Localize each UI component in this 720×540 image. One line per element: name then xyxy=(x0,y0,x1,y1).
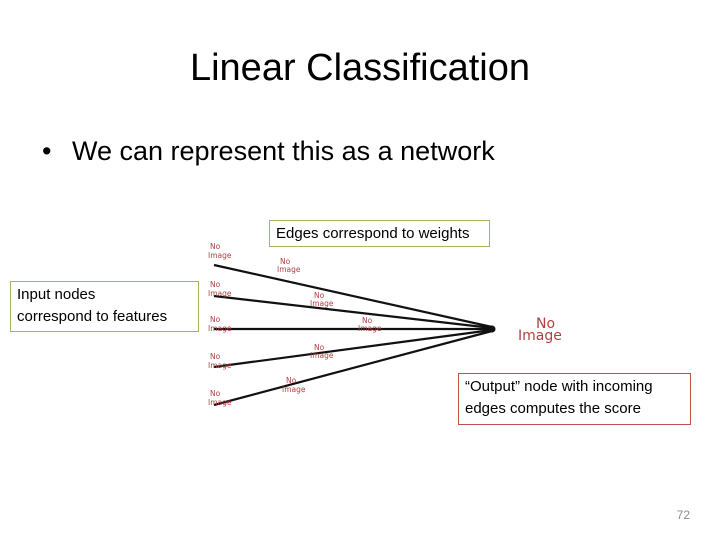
edges-callout-text: Edges correspond to weights xyxy=(276,225,470,242)
placeholder-label-line2: Image xyxy=(208,289,232,298)
edge-1 xyxy=(213,263,493,329)
page-number: 72 xyxy=(676,508,690,522)
input-node-4: No Image xyxy=(208,352,232,370)
edge-5 xyxy=(213,329,493,407)
bullet-point: • We can represent this as a network xyxy=(42,132,495,170)
placeholder-label-line1: No xyxy=(314,291,325,300)
inputs-callout-line1: Input nodes xyxy=(17,286,96,303)
inputs-callout-line2: correspond to features xyxy=(17,308,168,325)
placeholder-label-line1: No xyxy=(210,280,221,289)
slide-title: Linear Classification xyxy=(189,47,531,89)
edge-weight-3: No Image xyxy=(358,316,382,333)
output-node: No Image xyxy=(518,316,562,344)
input-node-3: No Image xyxy=(208,315,232,333)
placeholder-label-line1: No xyxy=(210,242,221,251)
input-node-5: No Image xyxy=(208,389,232,407)
edge-weight-5: No Image xyxy=(282,376,306,394)
placeholder-label-line2: Image xyxy=(310,299,334,308)
output-callout-line1: “Output” node with incoming xyxy=(465,378,653,395)
output-callout: “Output” node with incoming edges comput… xyxy=(458,373,691,425)
edges-callout: Edges correspond to weights xyxy=(269,220,490,247)
placeholder-label-line2: Image xyxy=(208,361,232,370)
edge-weight-2: No Image xyxy=(310,291,334,308)
network-edges xyxy=(213,263,493,407)
placeholder-label-line1: No xyxy=(210,315,221,324)
placeholder-label-line2: Image xyxy=(208,251,232,260)
placeholder-label-line2: Image xyxy=(310,351,334,360)
input-node-2: No Image xyxy=(208,280,232,298)
output-callout-line2: edges computes the score xyxy=(465,400,641,417)
edge-weight-1: No Image xyxy=(277,257,301,274)
bullet-text: We can represent this as a network xyxy=(72,136,495,166)
placeholder-label-line1: No xyxy=(314,343,325,352)
placeholder-label-line2: Image xyxy=(282,385,306,394)
placeholder-label-line2: Image xyxy=(277,265,301,274)
placeholder-label-line2: Image xyxy=(208,324,232,333)
placeholder-label-line1: No xyxy=(362,316,373,325)
bullet-dot: • xyxy=(42,136,52,166)
placeholder-label-line1: No xyxy=(536,316,555,332)
inputs-callout: Input nodes correspond to features xyxy=(10,281,199,332)
edge-weight-4: No Image xyxy=(310,343,334,360)
placeholder-label-line1: No xyxy=(210,389,221,398)
edge-4 xyxy=(213,328,493,369)
placeholder-label-line1: No xyxy=(286,376,297,385)
placeholder-label-line2: Image xyxy=(358,324,382,333)
output-node-hub xyxy=(488,325,496,333)
placeholder-label-line1: No xyxy=(210,352,221,361)
placeholder-label-line1: No xyxy=(280,257,291,266)
edge-2 xyxy=(213,294,493,330)
placeholder-label-line2: Image xyxy=(518,328,562,344)
input-node-1: No Image xyxy=(208,242,232,260)
placeholder-label-line2: Image xyxy=(208,398,232,407)
